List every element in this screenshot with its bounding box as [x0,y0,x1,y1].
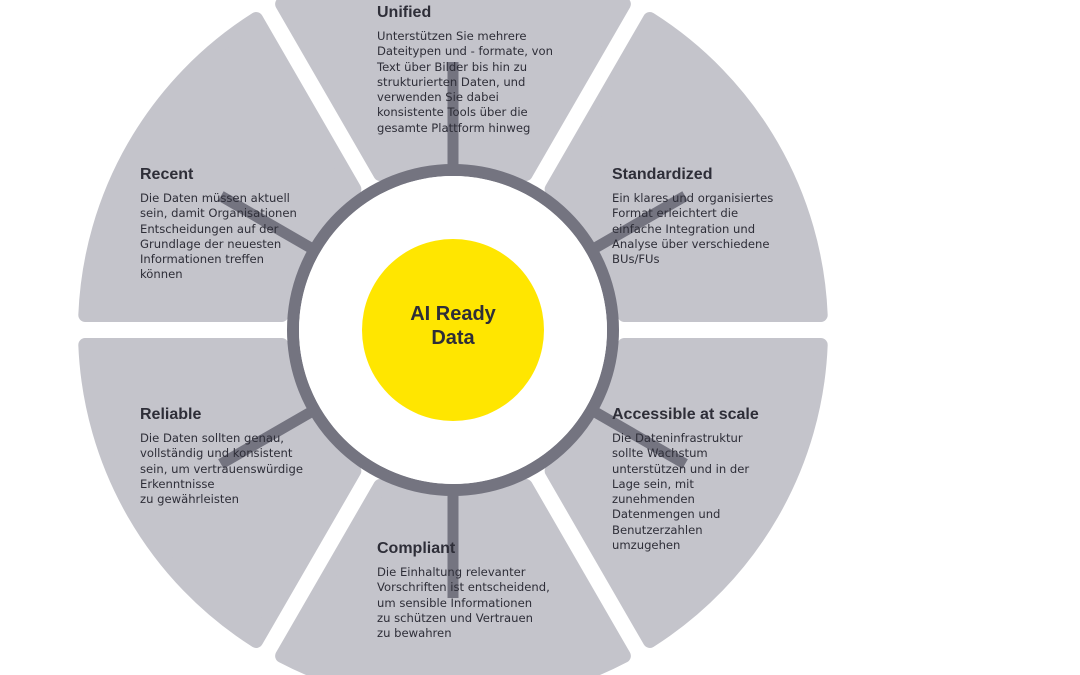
segment-text: Die Daten sollten genau, vollständig und… [140,431,303,507]
segment-standardized: Standardized Ein klares und organisierte… [612,166,812,267]
segment-text: Die Daten müssen aktuell sein, damit Org… [140,191,297,282]
segment-recent: Recent Die Daten müssen aktuell sein, da… [140,166,340,283]
spoke-4 [218,191,318,255]
spoke-6 [588,191,688,255]
center-title: AI Ready Data [410,303,496,349]
center-hub [362,239,544,421]
segment-text: Unterstützen Sie mehrere Dateitypen und … [377,29,553,135]
segment-text: Ein klares und organisiertes Format erle… [612,191,774,267]
segment-shape-accessible [544,337,828,648]
segment-reliable: Reliable Die Daten sollten genau, vollst… [140,406,340,507]
segment-title: Unified [377,4,432,21]
inner-ring [287,164,619,496]
segment-title: Reliable [140,406,202,423]
segments-layer [78,0,828,675]
spoke-1 [588,405,688,469]
segment-accessible: Accessible at scale Die Dateninfrastrukt… [612,406,812,553]
segment-shape-standardized [544,12,828,323]
segment-shape-reliable [78,337,362,648]
spoke-3 [218,405,318,469]
segment-title: Recent [140,166,194,183]
segment-compliant: Compliant Die Einhaltung relevanter Vors… [377,540,607,641]
segment-unified: Unified Unterstützen Sie mehrere Dateity… [377,4,607,136]
segment-title: Standardized [612,166,713,183]
segment-shape-recent [78,12,362,323]
segment-title: Compliant [377,540,456,557]
segment-text: Die Dateninfrastruktur sollte Wachstum u… [612,431,750,553]
segment-title: Accessible at scale [612,406,759,423]
segment-text: Die Einhaltung relevanter Vorschriften i… [377,565,550,641]
